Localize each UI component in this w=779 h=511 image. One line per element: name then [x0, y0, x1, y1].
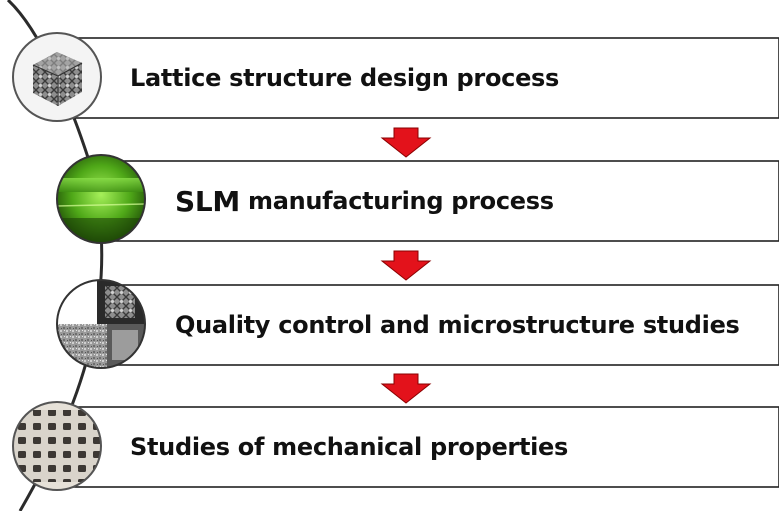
- step-label-3-text: Quality control and microstructure studi…: [175, 311, 740, 339]
- lattice-cube-image: [12, 32, 102, 122]
- step-box-1: [59, 37, 779, 119]
- step-box-4: [59, 406, 779, 488]
- step-label-1-text: Lattice structure design process: [130, 64, 560, 92]
- microstructure-collage-image: [56, 279, 146, 369]
- step-label-2-lead: SLM: [175, 184, 240, 218]
- lattice-sample-image: [12, 401, 102, 491]
- step-label-3: Quality control and microstructure studi…: [175, 285, 740, 365]
- step-label-4: Studies of mechanical properties: [130, 407, 568, 487]
- step-box-2: [100, 160, 779, 242]
- step-label-2-text: manufacturing process: [247, 187, 554, 215]
- down-arrow-icon: [380, 250, 432, 281]
- step-box-3: [100, 284, 779, 366]
- down-arrow-icon: [380, 127, 432, 158]
- step-label-4-text: Studies of mechanical properties: [130, 433, 569, 461]
- step-label-1: Lattice structure design process: [130, 38, 559, 118]
- down-arrow-icon: [380, 373, 432, 404]
- step-label-2: SLM manufacturing process: [175, 161, 554, 241]
